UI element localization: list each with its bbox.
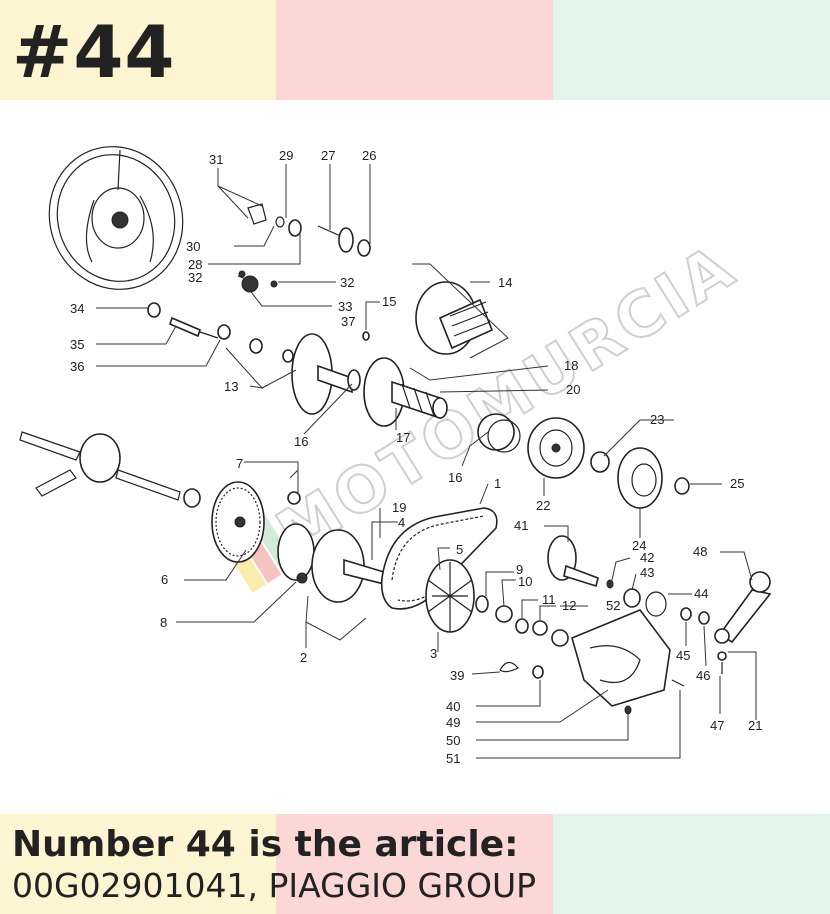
leader-lines (96, 164, 757, 759)
callout-12: 12 (562, 598, 576, 613)
callout-46: 46 (696, 668, 710, 683)
gear-shaft-27 (241, 203, 371, 293)
callout-7: 7 (236, 456, 243, 471)
callout-27: 27 (321, 148, 335, 163)
bushings-45-46 (680, 607, 710, 625)
band-pink-bottom (276, 814, 553, 914)
callout-48: 48 (693, 544, 707, 559)
callout-37: 37 (341, 314, 355, 329)
kick-lever-48 (714, 571, 772, 644)
nut-23 (590, 451, 610, 473)
part-number-badge: #44 (12, 10, 176, 94)
band-mint (553, 0, 830, 100)
callout-23: 23 (650, 412, 664, 427)
spring-44 (645, 591, 667, 617)
callout-31: 31 (209, 152, 223, 167)
callout-50: 50 (446, 733, 460, 748)
callout-11: 11 (542, 592, 556, 607)
callout-labels: 31 29 27 26 30 28 32 32 33 15 37 14 34 3… (70, 148, 762, 766)
clutch-22 (527, 417, 585, 479)
exploded-parts-diagram: MOTOMURCIA (19, 146, 772, 766)
pulley-assembly-2 (311, 529, 385, 603)
fan-pulley-3 (425, 559, 569, 647)
crankshaft (19, 431, 201, 508)
small-parts (238, 270, 727, 715)
callout-24: 24 (632, 538, 646, 553)
callout-16-left: 16 (294, 434, 308, 449)
callout-51: 51 (446, 751, 460, 766)
callout-9: 9 (516, 562, 523, 577)
callout-33: 33 (338, 299, 352, 314)
callout-35: 35 (70, 337, 84, 352)
callout-30: 30 (186, 239, 200, 254)
callout-47: 47 (710, 718, 724, 733)
callout-22: 22 (536, 498, 550, 513)
callout-21: 21 (748, 718, 762, 733)
callout-16-right: 16 (448, 470, 462, 485)
callout-41: 41 (514, 518, 528, 533)
callout-1: 1 (494, 476, 501, 491)
drive-gear-6 (211, 481, 265, 563)
nut-25 (674, 477, 690, 495)
callout-14: 14 (498, 275, 512, 290)
callout-36: 36 (70, 359, 84, 374)
caption-article-code: 00G02901041, PIAGGIO GROUP (12, 866, 537, 905)
callout-49: 49 (446, 715, 460, 730)
callout-45: 45 (676, 648, 690, 663)
band-yellow-bottom (0, 814, 276, 914)
callout-19: 19 (392, 500, 406, 515)
callout-2: 2 (300, 650, 307, 665)
bottom-color-band (0, 814, 830, 914)
callout-15: 15 (382, 294, 396, 309)
callout-18: 18 (564, 358, 578, 373)
callout-39: 39 (450, 668, 464, 683)
band-pink (276, 0, 553, 100)
clutch-bell-24 (617, 447, 663, 509)
movable-half-pulley-17 (363, 357, 448, 427)
callout-32-right: 32 (340, 275, 354, 290)
callout-4: 4 (398, 515, 405, 530)
band-mint-bottom (553, 814, 830, 914)
cover-49 (571, 609, 671, 707)
pulley-14 (415, 281, 494, 355)
callout-32-left: 32 (188, 270, 202, 285)
callout-25: 25 (730, 476, 744, 491)
roller-holder (277, 491, 315, 584)
callout-13: 13 (224, 379, 238, 394)
rear-wheel (48, 146, 184, 290)
spring-16 (477, 413, 521, 453)
callout-8: 8 (160, 615, 167, 630)
callout-10: 10 (518, 574, 532, 589)
starter-gear-41 (547, 535, 641, 608)
callout-29: 29 (279, 148, 293, 163)
top-color-band (0, 0, 830, 100)
callout-20: 20 (566, 382, 580, 397)
caption-heading: Number 44 is the article: (12, 824, 519, 865)
callout-17: 17 (396, 430, 410, 445)
callout-34: 34 (70, 301, 84, 316)
callout-52: 52 (606, 598, 620, 613)
callout-26: 26 (362, 148, 376, 163)
callout-40: 40 (446, 699, 460, 714)
band-yellow (0, 0, 276, 100)
callout-43: 43 (640, 565, 654, 580)
half-pulley-13 (291, 333, 361, 415)
shaft-35-group (147, 302, 294, 363)
callout-5: 5 (456, 542, 463, 557)
callout-42: 42 (640, 550, 654, 565)
callout-3: 3 (430, 646, 437, 661)
callout-6: 6 (161, 572, 168, 587)
callout-44: 44 (694, 586, 708, 601)
callout-28: 28 (188, 257, 202, 272)
